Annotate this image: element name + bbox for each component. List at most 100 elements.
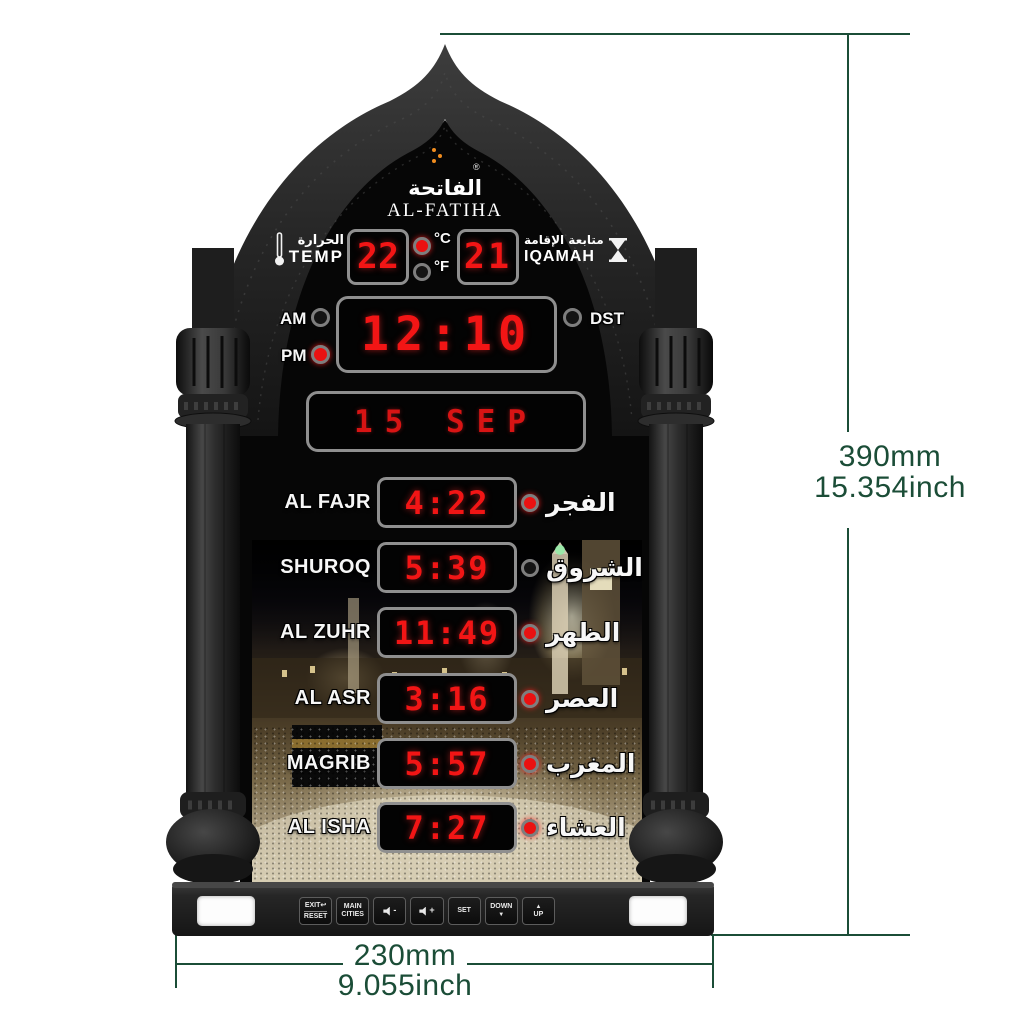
prayer-row-shuroq: SHUROQ 5:39 الشروق [240,542,645,593]
prayer-time-value: 4:22 [404,483,490,522]
iqamah-display: 21 [457,229,519,285]
reset-label: RESET [303,910,328,920]
prayer-time-display: 5:39 [377,542,517,593]
height-dim-line-upper [847,33,849,432]
dst-indicator [563,308,582,327]
prayer-row-fajr: AL FAJR 4:22 الفجر [240,477,645,528]
fahrenheit-indicator [413,263,431,281]
hourglass-icon [608,237,627,262]
left-speaker-pad [197,896,255,926]
width-dim-line-right [467,963,713,965]
down-label: DOWN [490,903,513,910]
main-clock-display: 12:10 [336,296,557,373]
height-dim-bottom-reference-line [711,934,910,936]
brand-name-arabic: الفاتحة [408,176,482,200]
prayer-indicator [521,494,539,512]
temperature-value: 22 [356,237,400,277]
am-label: AM [280,309,307,328]
down-button[interactable]: DOWN ▼ [484,897,518,925]
brand-name-latin: AL-FATIHA [387,200,503,221]
prayer-indicator [521,819,539,837]
prayer-name-english: AL FAJR [284,491,371,513]
temperature-display: 22 [347,229,409,285]
prayer-time-display: 4:22 [377,477,517,528]
prayer-name-arabic: المغرب [546,749,636,778]
speaker-icon [383,906,390,916]
brand-logo-group: ® الفاتحة AL-FATIHA [345,136,545,222]
main-cities-button[interactable]: MAIN CITIES [336,897,370,925]
prayer-name-english: AL ISHA [287,816,371,838]
dst-label: DST [590,309,624,328]
cities-label: CITIES [341,911,364,918]
prayer-time-value: 3:16 [404,679,490,718]
up-label: UP [533,911,544,918]
width-dim-line-left [176,963,343,965]
temp-label-english: TEMP [288,246,344,266]
volume-up-button[interactable]: + [410,897,444,925]
current-time: 12:10 [360,307,533,362]
height-dimension-label: 390mm 15.354inch [790,441,990,503]
thermometer-icon [274,232,284,266]
prayer-name-english: AL ASR [294,687,371,709]
prayer-time-value: 5:57 [404,744,490,783]
prayer-row-magrib: MAGRIB 5:57 المغرب [240,738,645,789]
pm-indicator [311,345,330,364]
right-speaker-pad [629,896,687,926]
main-label: MAIN [343,903,362,910]
registered-mark: ® [473,162,480,172]
set-label: SET [457,907,471,914]
prayer-row-isha: AL ISHA 7:27 العشاء [240,802,645,853]
iqamah-label-group: متابعة الإقامة IQAMAH [524,233,628,266]
current-date: 15 SEP [354,403,538,440]
prayer-row-asr: AL ASR 3:16 العصر [240,673,645,724]
prayer-row-zuhr: AL ZUHR 11:49 الظهر [240,607,645,658]
height-mm-value: 390mm [838,440,942,473]
crescent-moon-icon [432,140,457,172]
down-arrow-icon: ▼ [498,912,505,918]
set-button[interactable]: SET [447,897,481,925]
height-dim-top-reference-line [440,33,910,35]
volume-down-button[interactable]: - [373,897,407,925]
speaker-icon [419,906,426,916]
height-dim-line-lower [847,528,849,935]
width-inch-value: 9.055inch [337,969,473,1002]
iqamah-value: 21 [463,237,513,277]
prayer-time-display: 5:57 [377,738,517,789]
width-dim-right-tick [712,936,714,988]
prayer-name-english: MAGRIB [286,752,371,774]
prayer-name-arabic: الظهر [546,618,621,647]
up-button[interactable]: ▲ UP [521,897,555,925]
prayer-time-value: 11:49 [393,613,501,652]
exit-reset-button[interactable]: EXIT↩ RESET [299,897,333,925]
height-inch-value: 15.354inch [814,471,966,504]
iqamah-label-arabic: متابعة الإقامة [524,233,604,247]
width-mm-value: 230mm [353,939,457,972]
prayer-indicator [521,624,539,642]
am-indicator [311,308,330,327]
prayer-name-arabic: الفجر [546,488,616,517]
prayer-name-arabic: الشروق [546,553,643,582]
temp-label-arabic: الحرارة [297,232,344,248]
prayer-indicator [521,559,539,577]
prayer-name-english: SHUROQ [280,556,371,578]
fahrenheit-label: °F [434,258,450,275]
prayer-time-value: 7:27 [404,808,490,847]
celsius-label: °C [434,230,451,247]
width-dimension-label: 230mm 9.055inch [305,941,505,1001]
prayer-name-english: AL ZUHR [280,621,371,643]
celsius-indicator [413,237,431,255]
prayer-name-arabic: العصر [546,684,619,713]
prayer-indicator [521,690,539,708]
date-display: 15 SEP [306,391,586,452]
prayer-name-arabic: العشاء [546,813,626,842]
exit-label: EXIT↩ [304,901,327,909]
prayer-time-value: 5:39 [404,548,490,587]
prayer-time-display: 7:27 [377,802,517,853]
width-dim-left-tick [175,934,177,988]
prayer-time-display: 3:16 [377,673,517,724]
iqamah-label-english: IQAMAH [524,248,595,265]
plus-sign: + [429,905,435,915]
pm-label: PM [281,346,307,365]
control-button-row: EXIT↩ RESET MAIN CITIES - + SET DOWN ▼ ▲… [299,897,555,925]
